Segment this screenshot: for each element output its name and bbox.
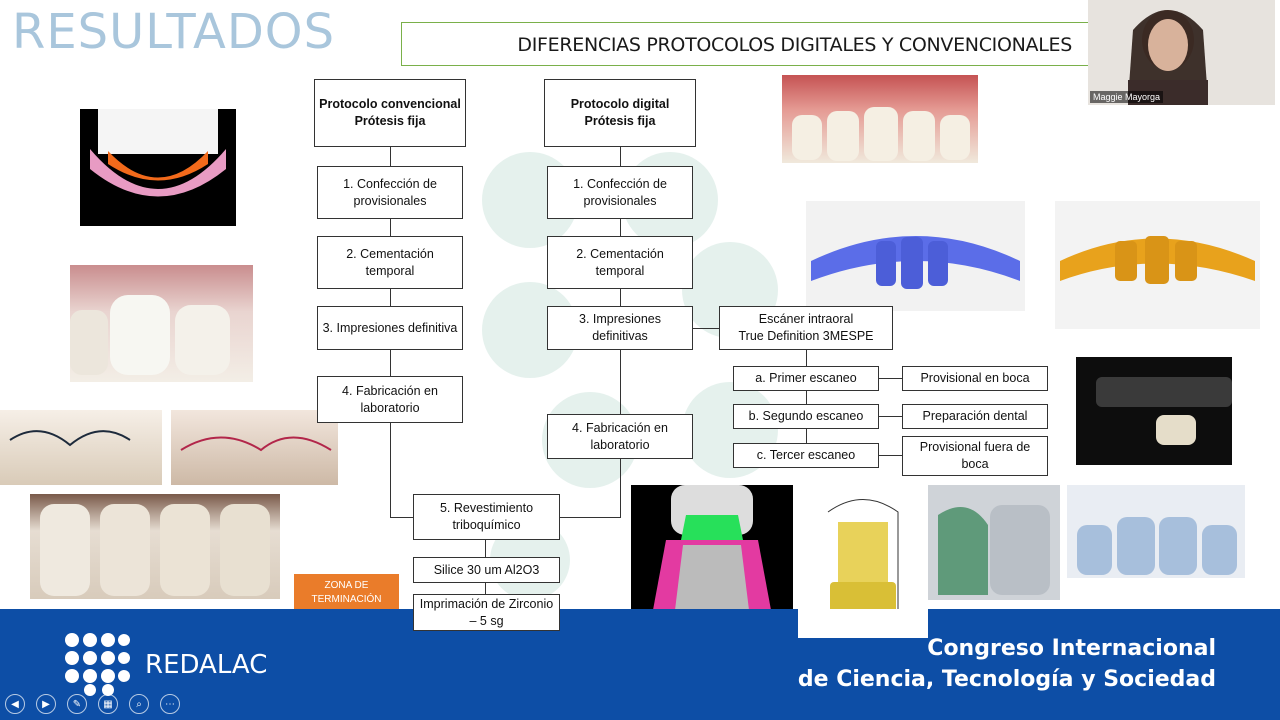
- slide-header: DIFERENCIAS PROTOCOLOS DIGITALES Y CONVE…: [401, 22, 1088, 66]
- conventional-step-2: 2. Cementación temporal: [317, 236, 463, 289]
- connector-scans: [806, 349, 807, 444]
- slide-title: RESULTADOS: [12, 4, 336, 60]
- scanner-device-photo: [1076, 357, 1232, 465]
- shared-step-5: 5. Revestimiento triboquímico: [413, 494, 560, 540]
- scan-c: c. Tercer escaneo: [733, 443, 879, 468]
- crown-cross-section: [631, 485, 793, 610]
- participant-name: Maggie Mayorga: [1090, 91, 1164, 103]
- connector-to-scanner: [693, 328, 720, 329]
- zona-terminacion-tag: ZONA DE TERMINACIÓN: [294, 574, 399, 611]
- conventional-step-3: 3. Impresiones definitiva: [317, 306, 463, 350]
- connector-scan-a: [879, 378, 902, 379]
- scan-a: a. Primer escaneo: [733, 366, 879, 391]
- conventional-step-4: 4. Fabricación en laboratorio: [317, 376, 463, 423]
- footer-banner: [0, 609, 1280, 720]
- connector-digital-to-step5: [560, 517, 621, 518]
- pen-tool-icon[interactable]: ✎: [67, 694, 87, 714]
- congress-line-1: Congreso Internacional: [927, 636, 1216, 661]
- scanner-box: Escáner intraoral True Definition 3MESPE: [719, 306, 893, 350]
- webcam-feed: Maggie Mayorga: [1088, 0, 1275, 105]
- conventional-head: Protocolo convencional Prótesis fija: [314, 79, 466, 147]
- header-text: DIFERENCIAS PROTOCOLOS DIGITALES Y CONVE…: [517, 34, 1072, 56]
- result-a: Provisional en boca: [902, 366, 1048, 391]
- dental-photo-provisional: [80, 109, 236, 226]
- previous-slide-icon[interactable]: ◀: [5, 694, 25, 714]
- digital-step-2: 2. Cementación temporal: [547, 236, 693, 289]
- redalac-logo-icon: [65, 633, 130, 696]
- scan-teeth-gray: [928, 485, 1060, 600]
- congress-line-2: de Ciencia, Tecnología y Sociedad: [797, 667, 1216, 692]
- dental-photo-smile: [782, 75, 978, 163]
- result-b: Preparación dental: [902, 404, 1048, 429]
- result-c: Provisional fuera de boca: [902, 436, 1048, 476]
- dental-photo-prep-2: [171, 410, 338, 485]
- conventional-step-1: 1. Confección de provisionales: [317, 166, 463, 219]
- silice-box: Silice 30 um Al2O3: [413, 557, 560, 583]
- digital-step-4: 4. Fabricación en laboratorio: [547, 414, 693, 459]
- digital-step-1: 1. Confección de provisionales: [547, 166, 693, 219]
- scan-b: b. Segundo escaneo: [733, 404, 879, 429]
- scan-model-orange: [1055, 201, 1260, 329]
- dental-photo-broken-crown: [70, 265, 253, 382]
- scan-model-blue: [806, 201, 1025, 311]
- connector-scan-c: [879, 455, 902, 456]
- digital-step-3: 3. Impresiones definitivas: [547, 306, 693, 350]
- scan-teeth-blue: [1067, 485, 1245, 578]
- more-options-icon[interactable]: ⋯: [160, 694, 180, 714]
- slide-sorter-icon[interactable]: ▦: [98, 694, 118, 714]
- dental-photo-prep-1: [0, 410, 162, 485]
- connector-conv-to-step5: [390, 517, 414, 518]
- priming-box: Imprimación de Zirconio – 5 sg: [413, 594, 560, 631]
- next-slide-icon[interactable]: ▶: [36, 694, 56, 714]
- digital-head: Protocolo digital Prótesis fija: [544, 79, 696, 147]
- redalac-logo-text: REDALAC: [145, 650, 268, 680]
- abutment-diagram-bottom: [798, 609, 928, 638]
- dental-photo-crowns: [30, 494, 280, 599]
- connector-scan-b: [879, 416, 902, 417]
- zoom-icon[interactable]: ⌕: [129, 694, 149, 714]
